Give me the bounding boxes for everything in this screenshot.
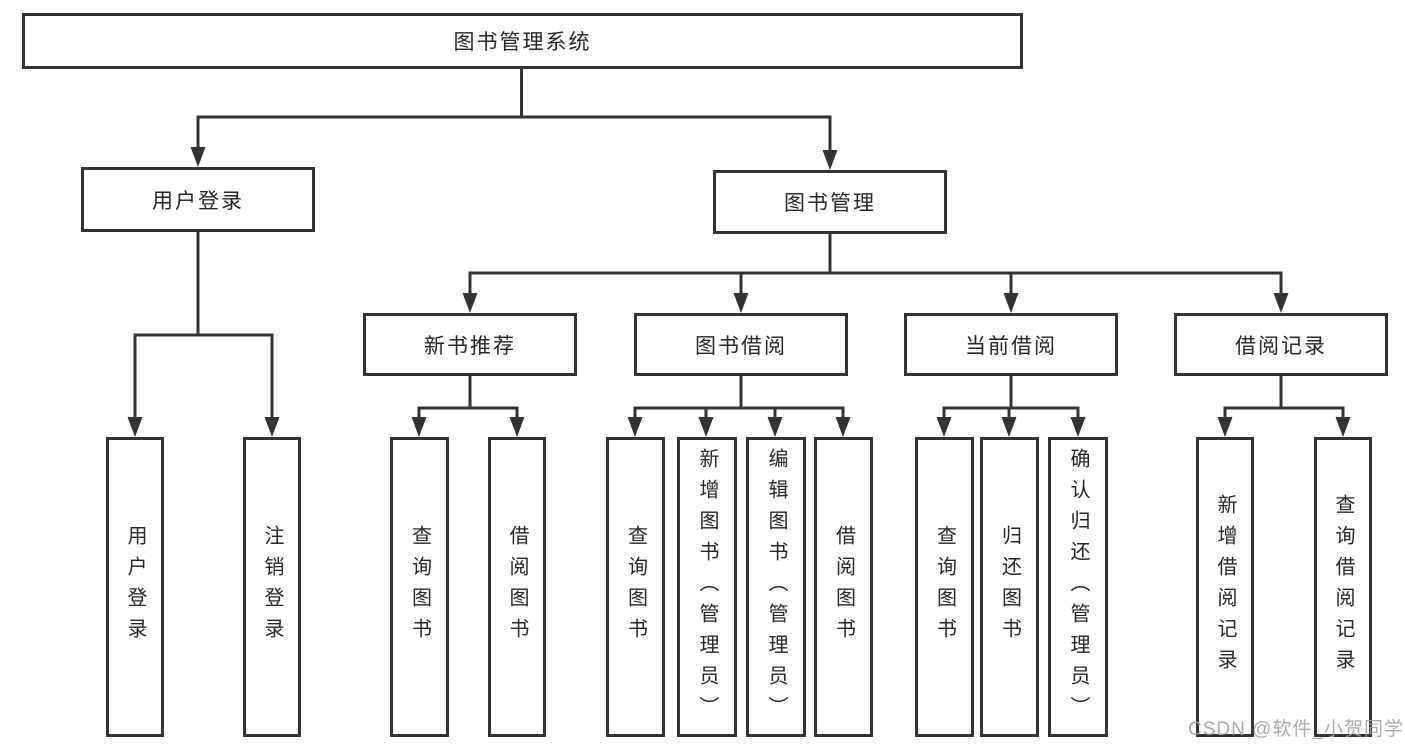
node-book-borrow: 图书借阅 xyxy=(634,313,848,376)
leaf-edit-books-admin: 编辑图书（管理员） xyxy=(746,437,806,737)
leaf-logout: 注销登录 xyxy=(243,437,301,737)
node-book-management: 图书管理 xyxy=(713,170,947,234)
csdn-watermark: CSDN @软件_小贺同学 xyxy=(1188,719,1404,740)
leaf-borrow-books: 借阅图书 xyxy=(814,437,873,737)
leaf-user-login: 用户登录 xyxy=(106,437,164,737)
leaf-query-books-current: 查询图书 xyxy=(915,437,974,737)
node-library-system: 图书管理系统 xyxy=(22,13,1023,69)
leaf-add-books-admin: 新增图书（管理员） xyxy=(677,437,737,737)
node-current-borrow: 当前借阅 xyxy=(904,313,1118,376)
arrowhead-group xyxy=(127,147,1351,437)
leaf-borrow-books-recommend: 借阅图书 xyxy=(488,437,546,737)
leaf-query-borrow-record: 查询借阅记录 xyxy=(1314,437,1372,737)
leaf-confirm-return-admin: 确认归还（管理员） xyxy=(1048,437,1108,737)
leaf-add-borrow-record: 新增借阅记录 xyxy=(1196,437,1254,737)
node-user-login: 用户登录 xyxy=(81,167,315,232)
leaf-query-books-recommend: 查询图书 xyxy=(390,437,449,737)
node-borrow-records: 借阅记录 xyxy=(1174,313,1388,376)
leaf-return-books: 归还图书 xyxy=(980,437,1039,737)
node-new-book-recommend: 新书推荐 xyxy=(363,313,577,376)
leaf-query-books-borrow: 查询图书 xyxy=(606,437,665,737)
